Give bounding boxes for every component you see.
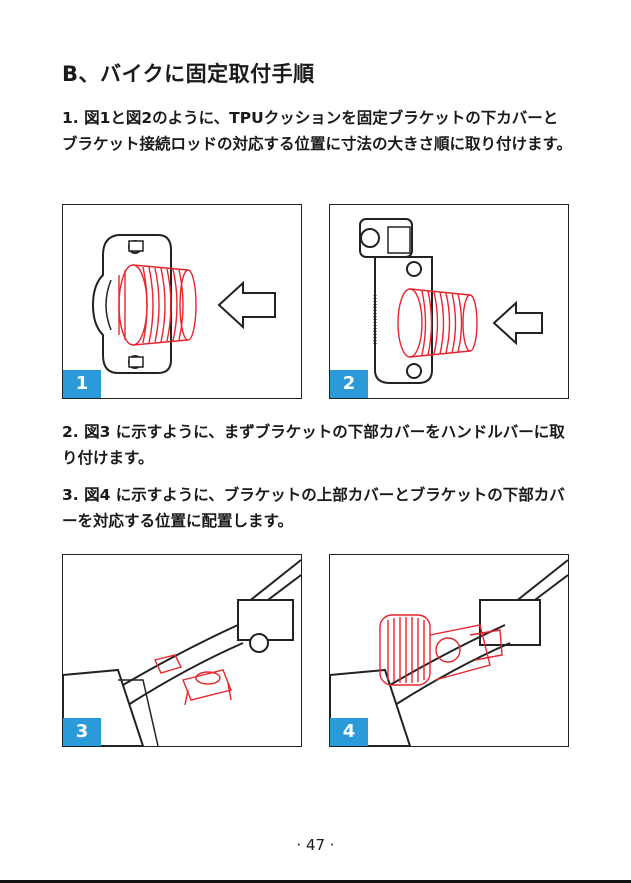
step-2-text: 2. 図3 に示すように、まずブラケットの下部カバーをハンドルバーに取り付けます… [62, 419, 572, 471]
step-1-text: 1. 図1と図2のように、TPUクッションを固定ブラケットの下カバーとブラケット… [62, 105, 572, 157]
figure-4-number-badge: 4 [330, 718, 368, 746]
figure-3-number-badge: 3 [63, 718, 101, 746]
figure-2: 2 [329, 204, 569, 399]
figure-1: 1 [62, 204, 302, 399]
figure-1-number-badge: 1 [63, 370, 101, 398]
section-title: B、バイクに固定取付手順 [62, 58, 315, 88]
step-3-text: 3. 図4 に示すように、ブラケットの上部カバーとブラケットの下部カバーを対応す… [62, 482, 572, 534]
figure-3: 3 [62, 554, 302, 747]
figure-4: 4 [329, 554, 569, 747]
figure-2-number-badge: 2 [330, 370, 368, 398]
page-number: · 47 · [0, 836, 631, 854]
